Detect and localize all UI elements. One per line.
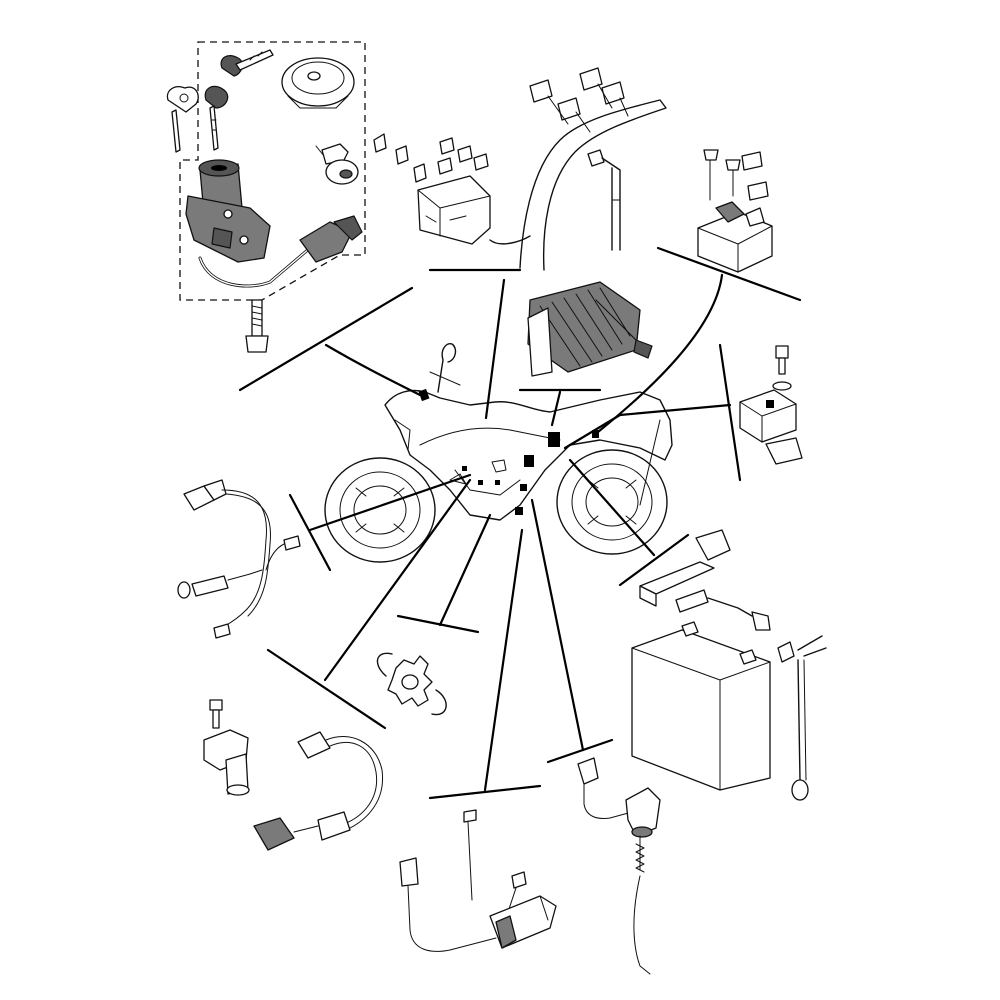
connector-icon	[253, 731, 384, 851]
connector-icon	[399, 857, 497, 952]
sensor-lead-group	[177, 479, 301, 639]
connector-icon	[587, 149, 621, 251]
bolt-icon	[725, 159, 741, 197]
rear-brake-switch-group	[577, 757, 661, 975]
starter-relay-group	[697, 149, 773, 273]
ignition-switch-icon	[185, 159, 363, 288]
fuse-box-icon	[417, 175, 491, 245]
negative-lead-icon	[777, 635, 827, 801]
connector-icon	[183, 479, 227, 511]
sensor-icon	[177, 569, 263, 599]
bolt-icon	[245, 299, 269, 353]
fuse-box-group	[373, 133, 491, 245]
motorcycle-silhouette	[324, 343, 673, 563]
bolt-icon	[775, 345, 789, 375]
fuse-icon	[741, 151, 769, 201]
positive-lead-icon	[707, 597, 771, 631]
sidestand-switch-group	[399, 809, 557, 952]
connector-icon	[529, 67, 629, 133]
cable-tie-icon	[463, 809, 477, 901]
washer-icon	[772, 381, 792, 391]
rotor-icon	[387, 655, 433, 707]
circlip-icon	[376, 652, 447, 716]
seat-lock-icon	[315, 143, 359, 185]
wire-harness-group	[489, 67, 667, 271]
relay-icon	[739, 389, 797, 443]
starter-relay-icon	[697, 201, 773, 273]
fuse-icon	[373, 133, 489, 183]
rectifier-regulator-icon	[527, 281, 641, 377]
bolt-icon	[209, 699, 223, 729]
key-blank-icon	[166, 86, 199, 153]
connector-icon	[577, 757, 633, 819]
bracket-icon	[765, 437, 803, 465]
leader-lines	[238, 246, 802, 800]
sensor-icon	[203, 729, 250, 796]
switch-icon	[489, 895, 557, 949]
turn-relay-group	[739, 345, 803, 465]
bolt-icon	[703, 149, 719, 201]
spring-icon	[633, 843, 651, 975]
bolt-icon	[595, 299, 653, 359]
battery-icon	[631, 621, 771, 791]
fuel-tank-cap-icon	[281, 57, 355, 109]
rectifier-regulator-group	[527, 281, 653, 377]
switch-icon	[625, 787, 661, 871]
wire-icon	[213, 623, 231, 639]
connector-icon	[265, 535, 301, 571]
speed-sensor-group	[203, 652, 447, 851]
key-icon	[220, 49, 274, 77]
battery-group	[631, 529, 827, 801]
ignition-switch-set	[166, 41, 366, 353]
key-icon	[204, 85, 229, 151]
battery-band-icon	[639, 529, 731, 613]
